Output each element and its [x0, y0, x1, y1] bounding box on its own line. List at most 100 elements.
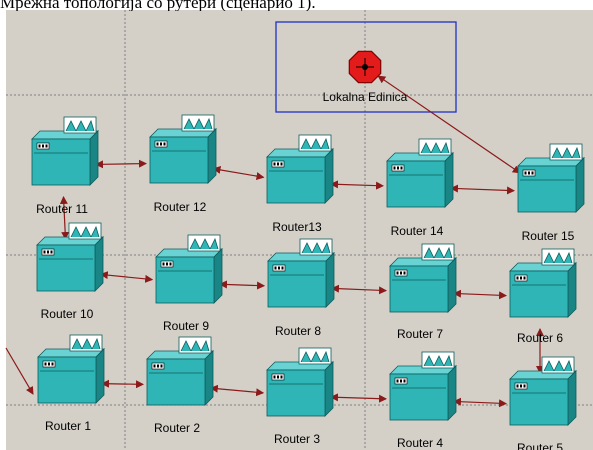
router-led-dot	[44, 362, 47, 366]
router-wave-icon	[300, 137, 330, 150]
router-led-dot	[523, 276, 526, 280]
router-node-r1[interactable]: Router 1	[37, 334, 105, 433]
router-wave-icon	[543, 251, 573, 264]
router-node-r4[interactable]: Router 4	[389, 351, 457, 450]
router-led-dot	[160, 364, 163, 368]
router-label-r11: Router 11	[36, 202, 88, 216]
router-led-dot	[163, 142, 166, 146]
router-led-dot	[396, 379, 399, 383]
edge-node-label: Lokalna Edinica	[323, 90, 408, 104]
router-side-face	[567, 370, 577, 426]
link-r7-r6[interactable]	[452, 289, 508, 300]
link-r13-r14[interactable]	[329, 180, 385, 190]
router-led-dot	[157, 364, 159, 368]
router-led-dot	[156, 142, 159, 146]
router-side-face	[575, 157, 585, 213]
router-node-r8[interactable]: Router 8	[267, 238, 335, 338]
link-r12-r13[interactable]	[212, 165, 265, 181]
router-node-r10[interactable]: Router 10	[36, 222, 104, 321]
router-wave-icon	[551, 146, 581, 159]
router-led-dot	[273, 162, 276, 166]
link-r8-r7[interactable]	[330, 284, 388, 295]
router-led-dot	[48, 362, 50, 366]
router-led-dot	[51, 362, 54, 366]
router-side-face	[444, 152, 454, 208]
router-node-r15[interactable]: Router 15	[517, 143, 585, 243]
router-side-face	[447, 257, 457, 313]
router-side-face	[95, 348, 105, 404]
router-side-face	[94, 236, 104, 292]
router-node-r14[interactable]: Router 14	[386, 138, 454, 238]
router-wave-icon	[300, 350, 330, 363]
router-node-r12[interactable]: Router 12	[149, 114, 217, 214]
router-led-dot	[273, 375, 276, 379]
link-r9-r8[interactable]	[218, 280, 266, 290]
router-led-dot	[280, 375, 283, 379]
router-led-dot	[400, 379, 402, 383]
link-r11-r10[interactable]	[59, 195, 70, 241]
router-label-r5: Router 5	[517, 441, 563, 450]
router-side-face	[447, 365, 457, 421]
selection-box[interactable]	[275, 21, 457, 113]
router-side-face	[204, 350, 214, 406]
router-node-r3[interactable]: Router 3	[266, 347, 334, 446]
router-led-dot	[160, 142, 162, 146]
router-led-dot	[274, 266, 277, 270]
link-r3-r4[interactable]	[329, 393, 388, 403]
link-r4-r5[interactable]	[452, 397, 508, 408]
link-r1-r2[interactable]	[100, 379, 145, 389]
router-label-r13: Router13	[272, 220, 322, 234]
router-led-dot	[393, 166, 396, 170]
link-r2-r3[interactable]	[209, 384, 265, 397]
link-edge-r15[interactable]	[377, 75, 521, 174]
links-layer	[5, 75, 544, 408]
router-label-r14: Router 14	[391, 224, 444, 238]
router-node-r5[interactable]: Router 5	[509, 356, 577, 450]
router-led-dot	[47, 250, 49, 254]
router-wave-icon	[423, 354, 453, 367]
router-wave-icon	[65, 119, 95, 132]
router-node-r7[interactable]: Router 7	[389, 243, 457, 341]
router-label-r3: Router 3	[274, 432, 320, 446]
router-node-r2[interactable]: Router 2	[146, 336, 214, 435]
router-side-face	[324, 361, 334, 417]
link-r11-r12[interactable]	[94, 159, 148, 169]
router-node-r6[interactable]: Router 6	[509, 248, 577, 345]
router-node-r11[interactable]: Router 11	[31, 116, 99, 216]
router-led-dot	[400, 166, 403, 170]
router-side-face	[325, 252, 335, 308]
router-led-dot	[520, 384, 522, 388]
router-led-dot	[42, 144, 44, 148]
router-wave-icon	[189, 237, 219, 250]
router-led-dot	[280, 162, 283, 166]
router-label-r1: Router 1	[45, 419, 91, 433]
router-led-dot	[396, 271, 399, 275]
router-wave-icon	[183, 117, 213, 130]
router-label-r10: Router 10	[41, 307, 94, 321]
router-led-dot	[153, 364, 156, 368]
router-label-r6: Router 6	[517, 331, 563, 345]
router-label-r4: Router 4	[397, 436, 443, 450]
router-side-face	[324, 148, 334, 204]
router-wave-icon	[71, 337, 101, 350]
router-led-dot	[277, 375, 279, 379]
router-led-dot	[528, 171, 530, 175]
router-node-r13[interactable]: Router13	[266, 134, 334, 234]
router-led-dot	[524, 171, 527, 175]
link-incoming-router-1[interactable]	[5, 347, 34, 395]
router-side-face	[207, 128, 217, 184]
link-r14-r15[interactable]	[449, 184, 516, 195]
caption-text: Мрежна топологија со рутери (сценарио 1)…	[0, 0, 316, 11]
router-node-r9[interactable]: Router 9	[155, 234, 223, 333]
router-led-dot	[397, 166, 399, 170]
router-led-dot	[166, 262, 168, 266]
router-led-dot	[516, 384, 519, 388]
edge-node-lokalna-edinica[interactable]: Lokalna Edinica	[323, 50, 408, 104]
router-side-face	[89, 130, 99, 186]
router-led-dot	[162, 262, 165, 266]
router-wave-icon	[301, 241, 331, 254]
router-label-r8: Router 8	[275, 324, 321, 338]
link-r10-r9[interactable]	[99, 271, 154, 283]
router-led-dot	[38, 144, 41, 148]
